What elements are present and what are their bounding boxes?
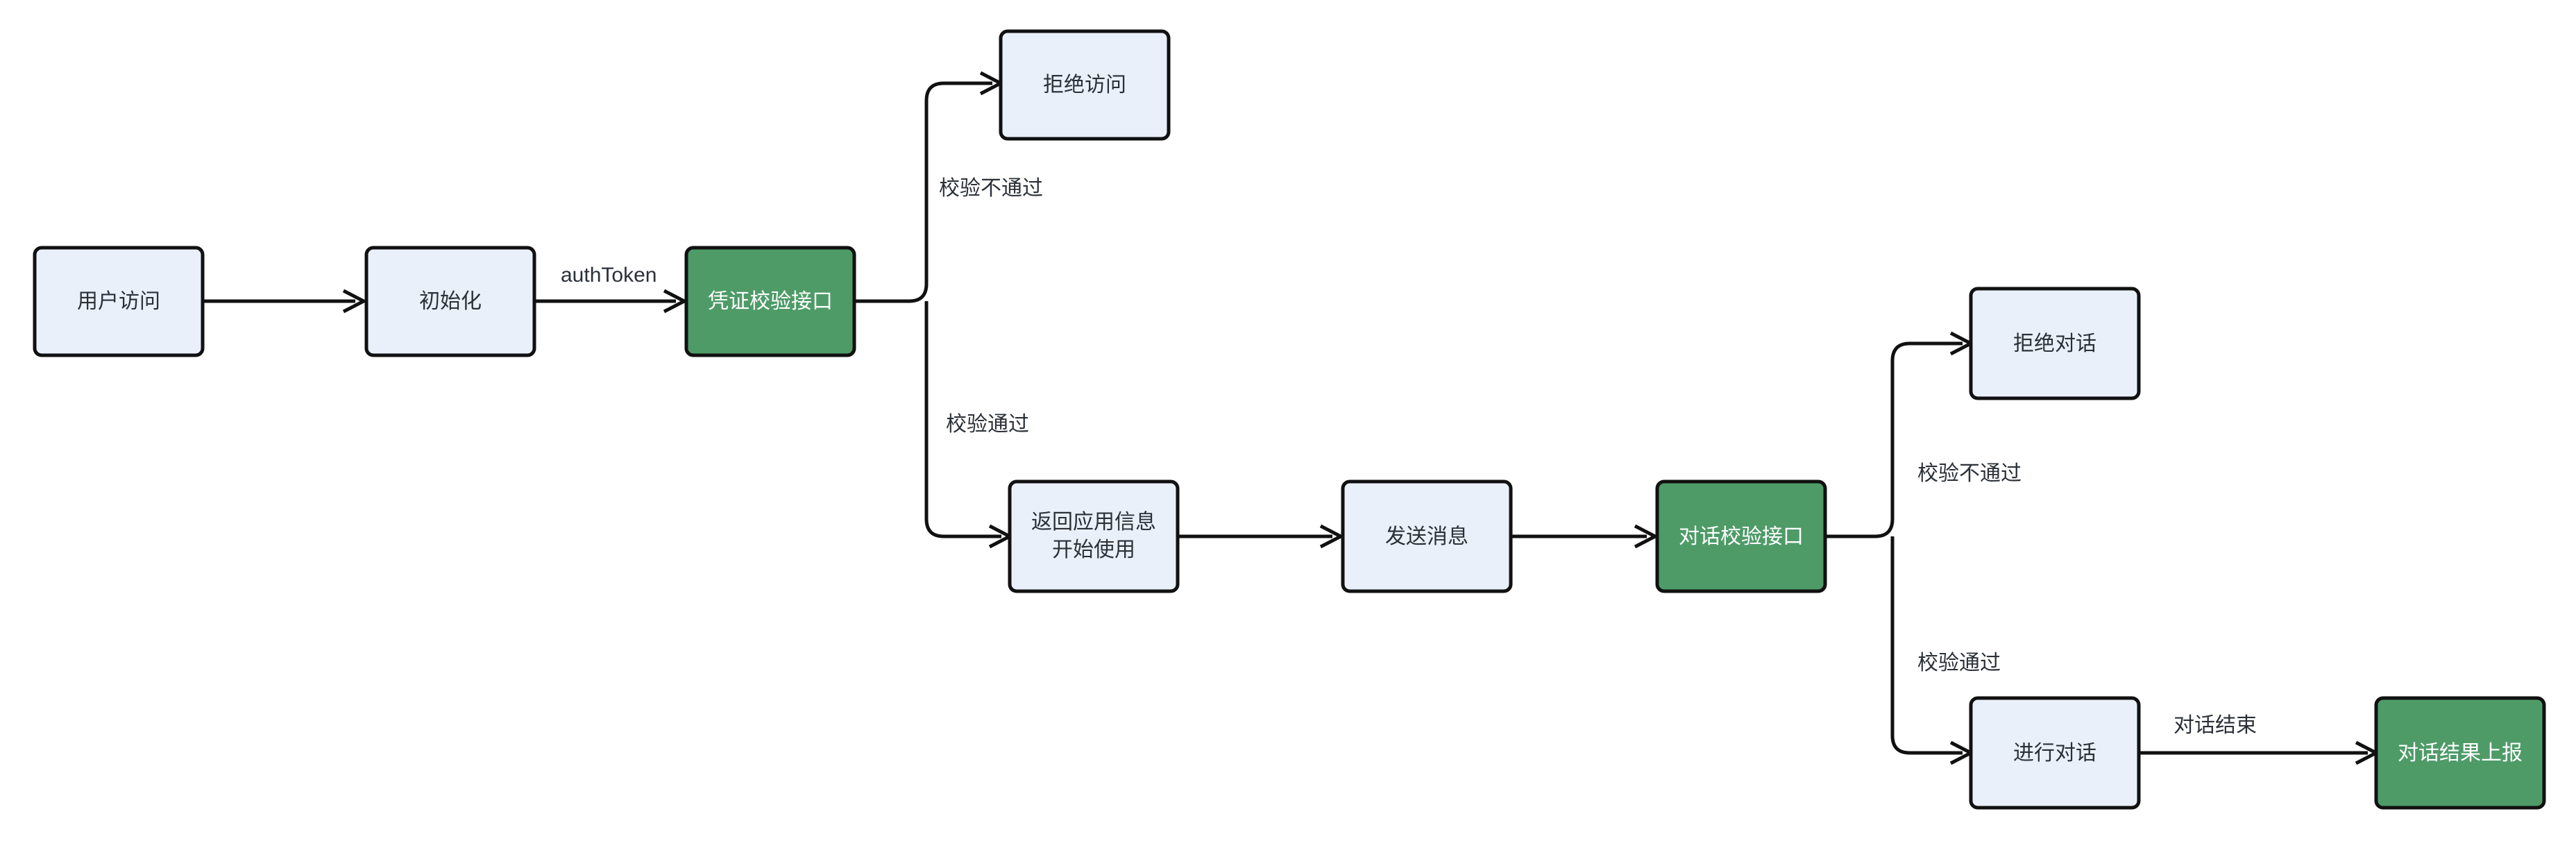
arrow-head-icon — [1319, 524, 1345, 549]
node-label: 凭证校验接口 — [708, 290, 833, 313]
node-do-dialog[interactable]: 进行对话 — [1969, 696, 2141, 810]
edge-return-app-info-to-send-message — [1178, 524, 1345, 549]
arrow-head-icon — [663, 289, 688, 314]
node-label: 进行对话 — [2013, 742, 2096, 765]
edge-label-verify-fail-dialog: 校验不通过 — [1917, 462, 2022, 485]
edge-line — [854, 81, 992, 303]
node-label: 初始化 — [419, 290, 482, 313]
edge-dialog-verify-to-deny-dialog — [1825, 331, 1975, 538]
edge-label-verify-pass-credential: 校验通过 — [946, 413, 1029, 436]
node-box[interactable] — [364, 246, 536, 357]
edge-line — [1890, 536, 1963, 755]
node-box[interactable] — [1969, 287, 2141, 400]
node-box[interactable] — [33, 246, 205, 357]
node-dialog-verify[interactable]: 对话校验接口 — [1655, 479, 1827, 593]
node-box[interactable] — [999, 29, 1171, 141]
node-box[interactable] — [1969, 696, 2141, 810]
node-credential-verify[interactable]: 凭证校验接口 — [684, 246, 856, 357]
edge-send-message-to-dialog-verify — [1511, 524, 1659, 549]
edge-do-dialog-to-report-result — [2137, 740, 2380, 765]
node-deny-access[interactable]: 拒绝访问 — [999, 29, 1171, 141]
node-box[interactable] — [684, 246, 856, 357]
node-send-message[interactable]: 发送消息 — [1341, 479, 1513, 593]
node-label: 对话结果上报 — [2398, 742, 2523, 765]
node-deny-dialog[interactable]: 拒绝对话 — [1969, 287, 2141, 400]
node-label: 拒绝对话 — [2013, 332, 2096, 355]
node-box[interactable] — [1008, 479, 1180, 593]
node-user-access[interactable]: 用户访问 — [33, 246, 205, 357]
arrow-head-icon — [1634, 524, 1659, 549]
arrow-head-icon — [342, 289, 368, 314]
edge-line — [924, 301, 1001, 538]
node-label-line2: 开始使用 — [1052, 538, 1135, 561]
node-label: 对话校验接口 — [1679, 525, 1804, 548]
node-label: 发送消息 — [1385, 525, 1468, 548]
node-initialize[interactable]: 初始化 — [364, 246, 536, 357]
edge-label-auth-token: authToken — [561, 264, 656, 287]
node-box[interactable] — [1655, 479, 1827, 593]
edge-label-verify-pass-dialog: 校验通过 — [1917, 652, 2001, 674]
edge-dialog-verify-to-do-dialog — [1890, 536, 1975, 765]
edge-user-access-to-initialize — [203, 289, 368, 314]
node-box[interactable] — [2374, 696, 2546, 810]
edge-label-dialog-end: 对话结束 — [2174, 714, 2257, 737]
edge-label-verify-fail-credential: 校验不通过 — [939, 177, 1043, 200]
node-label: 用户访问 — [77, 290, 160, 313]
node-label: 拒绝访问 — [1043, 74, 1126, 96]
node-box[interactable] — [1341, 479, 1513, 593]
node-report-result[interactable]: 对话结果上报 — [2374, 696, 2546, 810]
edge-initialize-to-credential-verify — [534, 289, 688, 314]
edge-line — [1825, 341, 1963, 538]
node-return-app-info[interactable]: 返回应用信息 开始使用 — [1008, 479, 1180, 593]
node-label-line1: 返回应用信息 — [1031, 511, 1156, 534]
